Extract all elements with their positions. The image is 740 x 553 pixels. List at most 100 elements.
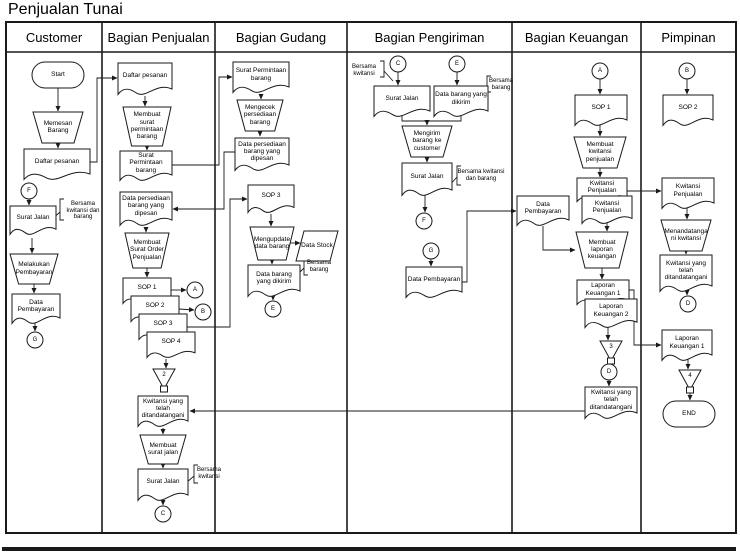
data-persediaan-penj-shape (119, 191, 173, 227)
conn-e-peng-shape (448, 55, 466, 73)
conn-c-penj: C (160, 510, 166, 517)
sop1-keu: SOP 1 (591, 103, 611, 111)
mengirim-barang: Mengirim barang ke customer (412, 130, 442, 152)
conn-d-keu-shape (600, 363, 618, 381)
surat-permintaan-gud: Surat Permintaan barang (235, 67, 287, 82)
start-shape (31, 61, 85, 89)
end: END (682, 410, 696, 418)
flow-line (59, 198, 64, 221)
flow-line (193, 464, 198, 484)
data-stock-shape (295, 230, 339, 262)
conn-e-gud: E (270, 305, 275, 312)
memesan-barang-shape (32, 111, 84, 144)
melakukan-pembayaran-shape (9, 253, 59, 285)
mengupdate-data-shape (249, 226, 295, 261)
surat-jalan-penj-shape (137, 468, 189, 503)
data-pembayaran-keu-shape (516, 195, 570, 227)
data-pembayaran-peng-shape (405, 266, 463, 299)
membuat-sop: Membuat Surat Order Penjualan (130, 239, 164, 261)
lane-header-2: Bagian Gudang (235, 29, 327, 45)
conn-g-peng-shape (422, 242, 440, 260)
kwitansi-penjualan-keu1: Kwitansi Penjualan (587, 179, 617, 194)
membuat-laporan-shape (575, 231, 629, 269)
flow-arrow (187, 196, 248, 328)
kwitansi-penjualan-pim-shape (661, 177, 715, 210)
data-barang-dikirim-peng-shape (433, 85, 489, 118)
ann-peng-c: Bersama kwitansi (351, 64, 376, 77)
ann-gud-brg: Bersama barang (306, 260, 331, 273)
conn-d-pim-shape (679, 295, 697, 313)
kwitansi-ttd-pim-shape (659, 254, 713, 293)
arsip4-shape (678, 369, 702, 394)
table-border (5, 21, 737, 534)
ann-peng-e: Bersama barang (488, 78, 513, 91)
conn-b-pim: B (684, 67, 689, 74)
conn-d-pim: D (685, 300, 691, 307)
mengirim-barang-shape (401, 125, 453, 158)
surat-jalan-penj: Surat Jalan (146, 478, 180, 486)
data-barang-dikirim-peng: Data barang yang dikirim (435, 91, 487, 106)
surat-permintaan-penj: Surat Permintaan barang (129, 152, 163, 174)
mengecek-persediaan-shape (236, 99, 284, 132)
sop4: SOP 4 (161, 338, 181, 346)
surat-permintaan-penj-shape (119, 150, 173, 182)
conn-b-pim-shape (678, 62, 696, 80)
kwitansi-ttd-keu-shape (584, 386, 638, 420)
conn-d-keu: D (606, 368, 612, 375)
laporan-keuangan2-keu-shape (584, 298, 638, 329)
sop1-keu-shape (574, 94, 628, 127)
conn-e-gud-shape (264, 300, 282, 318)
kwitansi-penjualan-pim: Kwitansi Penjualan (673, 183, 703, 198)
flow-line (486, 75, 491, 93)
flow-shapes (9, 55, 716, 523)
conn-f-peng: F (422, 217, 426, 224)
data-pembayaran-cust-shape (11, 293, 61, 326)
melakukan-pembayaran: Melakukan Pembayaran (15, 261, 53, 276)
daftar-pesanan-penj: Daftar pesanan (122, 72, 168, 80)
data-pembayaran-cust: Data Pembayaran (17, 298, 55, 313)
membuat-surat-jalan-shape (139, 434, 187, 465)
sop3-gud: SOP 3 (261, 192, 281, 200)
lane-header-1: Bagian Penjualan (107, 29, 210, 45)
sop2: SOP 2 (145, 302, 165, 310)
sop2-pim-shape (662, 94, 714, 128)
lane-header-5: Pimpinan (661, 29, 716, 45)
conn-c-peng-shape (389, 55, 407, 73)
flow-arrow (172, 74, 233, 166)
conn-a-keu-shape (591, 62, 609, 80)
sop2-pim: SOP 2 (678, 103, 698, 111)
conn-c-peng: C (395, 60, 401, 67)
arsip4: 4 (688, 372, 692, 379)
kwitansi-ttd-pim: Kwitansi yang telah ditandatangani (664, 259, 708, 282)
flow-arrow (172, 151, 235, 212)
conn-b-penj: B (200, 308, 205, 315)
kwitansi-ttd-penj-shape (137, 395, 189, 429)
kwitansi-penjualan-keu2: Kwitansi Penjualan (592, 199, 622, 214)
flow-edges (26, 60, 693, 506)
sop3-gud-shape (247, 184, 295, 215)
sop1: SOP 1 (137, 284, 157, 292)
flow-arrow (178, 307, 195, 313)
ann-cust-sj: Bersama kwitansi dan barang (66, 201, 100, 221)
membuat-kwitansi-shape (573, 136, 627, 169)
conn-e-peng: E (454, 60, 459, 67)
membuat-sop-shape (124, 232, 170, 269)
lane-header-3: Bagian Pengiriman (374, 29, 485, 45)
sop4-shape (146, 331, 196, 360)
flow-line (456, 165, 461, 186)
laporan-keuangan2-keu: Laporan Keuangan 2 (593, 303, 629, 318)
lane-header-4: Bagian Keuangan (524, 29, 629, 45)
membuat-kwitansi: Membuat kwitansi penjualan (585, 141, 615, 163)
page-title: Penjualan Tunai (8, 1, 123, 18)
menandatangani: Menandatangani kwitansi (664, 227, 708, 242)
flow-line (383, 70, 394, 82)
conn-g-cust-shape (26, 331, 44, 349)
data-barang-dikirim-gud-shape (247, 264, 301, 298)
kwitansi-penjualan-keu2-shape (581, 195, 633, 225)
mengecek-persediaan: Mengecek persediaan barang (243, 104, 277, 126)
surat-permintaan-gud-shape (232, 61, 290, 94)
flow-arrow (90, 75, 118, 163)
conn-f-cust: F (27, 187, 31, 194)
